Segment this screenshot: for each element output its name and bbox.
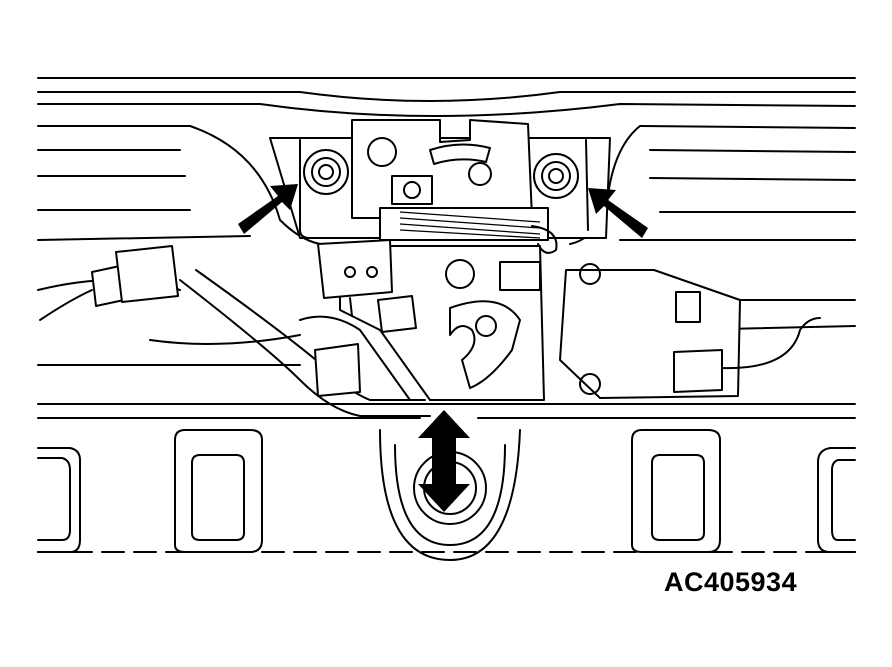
arrow-right-icon [588, 188, 648, 238]
connector-plug [317, 239, 393, 317]
bolt-left-icon [303, 149, 349, 195]
wiring-harness [149, 269, 431, 417]
latch-assembly-upper [351, 119, 558, 254]
arrow-left-icon [238, 184, 298, 234]
lower-panel [37, 417, 856, 561]
bolt-right-icon [533, 153, 579, 199]
actuator-motor [559, 263, 821, 399]
figure-id-label: AC405934 [664, 567, 798, 597]
double-arrow-icon [418, 410, 470, 512]
mounting-bolts [303, 149, 579, 199]
left-connector [39, 245, 179, 321]
